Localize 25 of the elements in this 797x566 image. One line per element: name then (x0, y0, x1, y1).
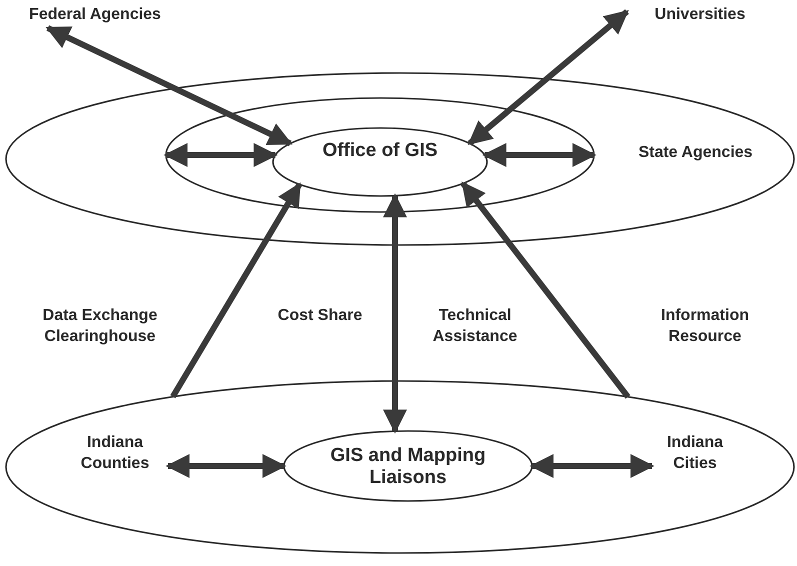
node-label: Indiana Cities (655, 432, 735, 474)
ellipse-node (283, 430, 533, 502)
arrow (170, 182, 302, 398)
flow-label: Cost Share (276, 306, 364, 326)
arrow (166, 454, 286, 478)
node-label: GIS and Mapping Liaisons (329, 445, 487, 489)
ellipse-node (5, 380, 795, 554)
ellipse-node (5, 72, 795, 246)
flow-label: Technical Assistance (432, 306, 518, 347)
node-label: State Agencies (637, 143, 754, 162)
node-label: Indiana Counties (65, 432, 165, 474)
ellipse-node (272, 127, 488, 197)
arrow (460, 182, 630, 399)
arrow (468, 9, 629, 146)
arrow (383, 193, 407, 434)
arrow (164, 143, 278, 167)
arrow (482, 143, 596, 167)
arrow (46, 25, 292, 146)
node-label: Universities (630, 4, 770, 25)
node-label: Office of GIS (321, 140, 439, 162)
flow-label: Data Exchange Clearinghouse (42, 306, 158, 347)
node-label: Federal Agencies (10, 4, 180, 25)
flow-label: Information Resource (660, 306, 750, 347)
arrow (530, 454, 654, 478)
ellipse-node (165, 97, 595, 213)
